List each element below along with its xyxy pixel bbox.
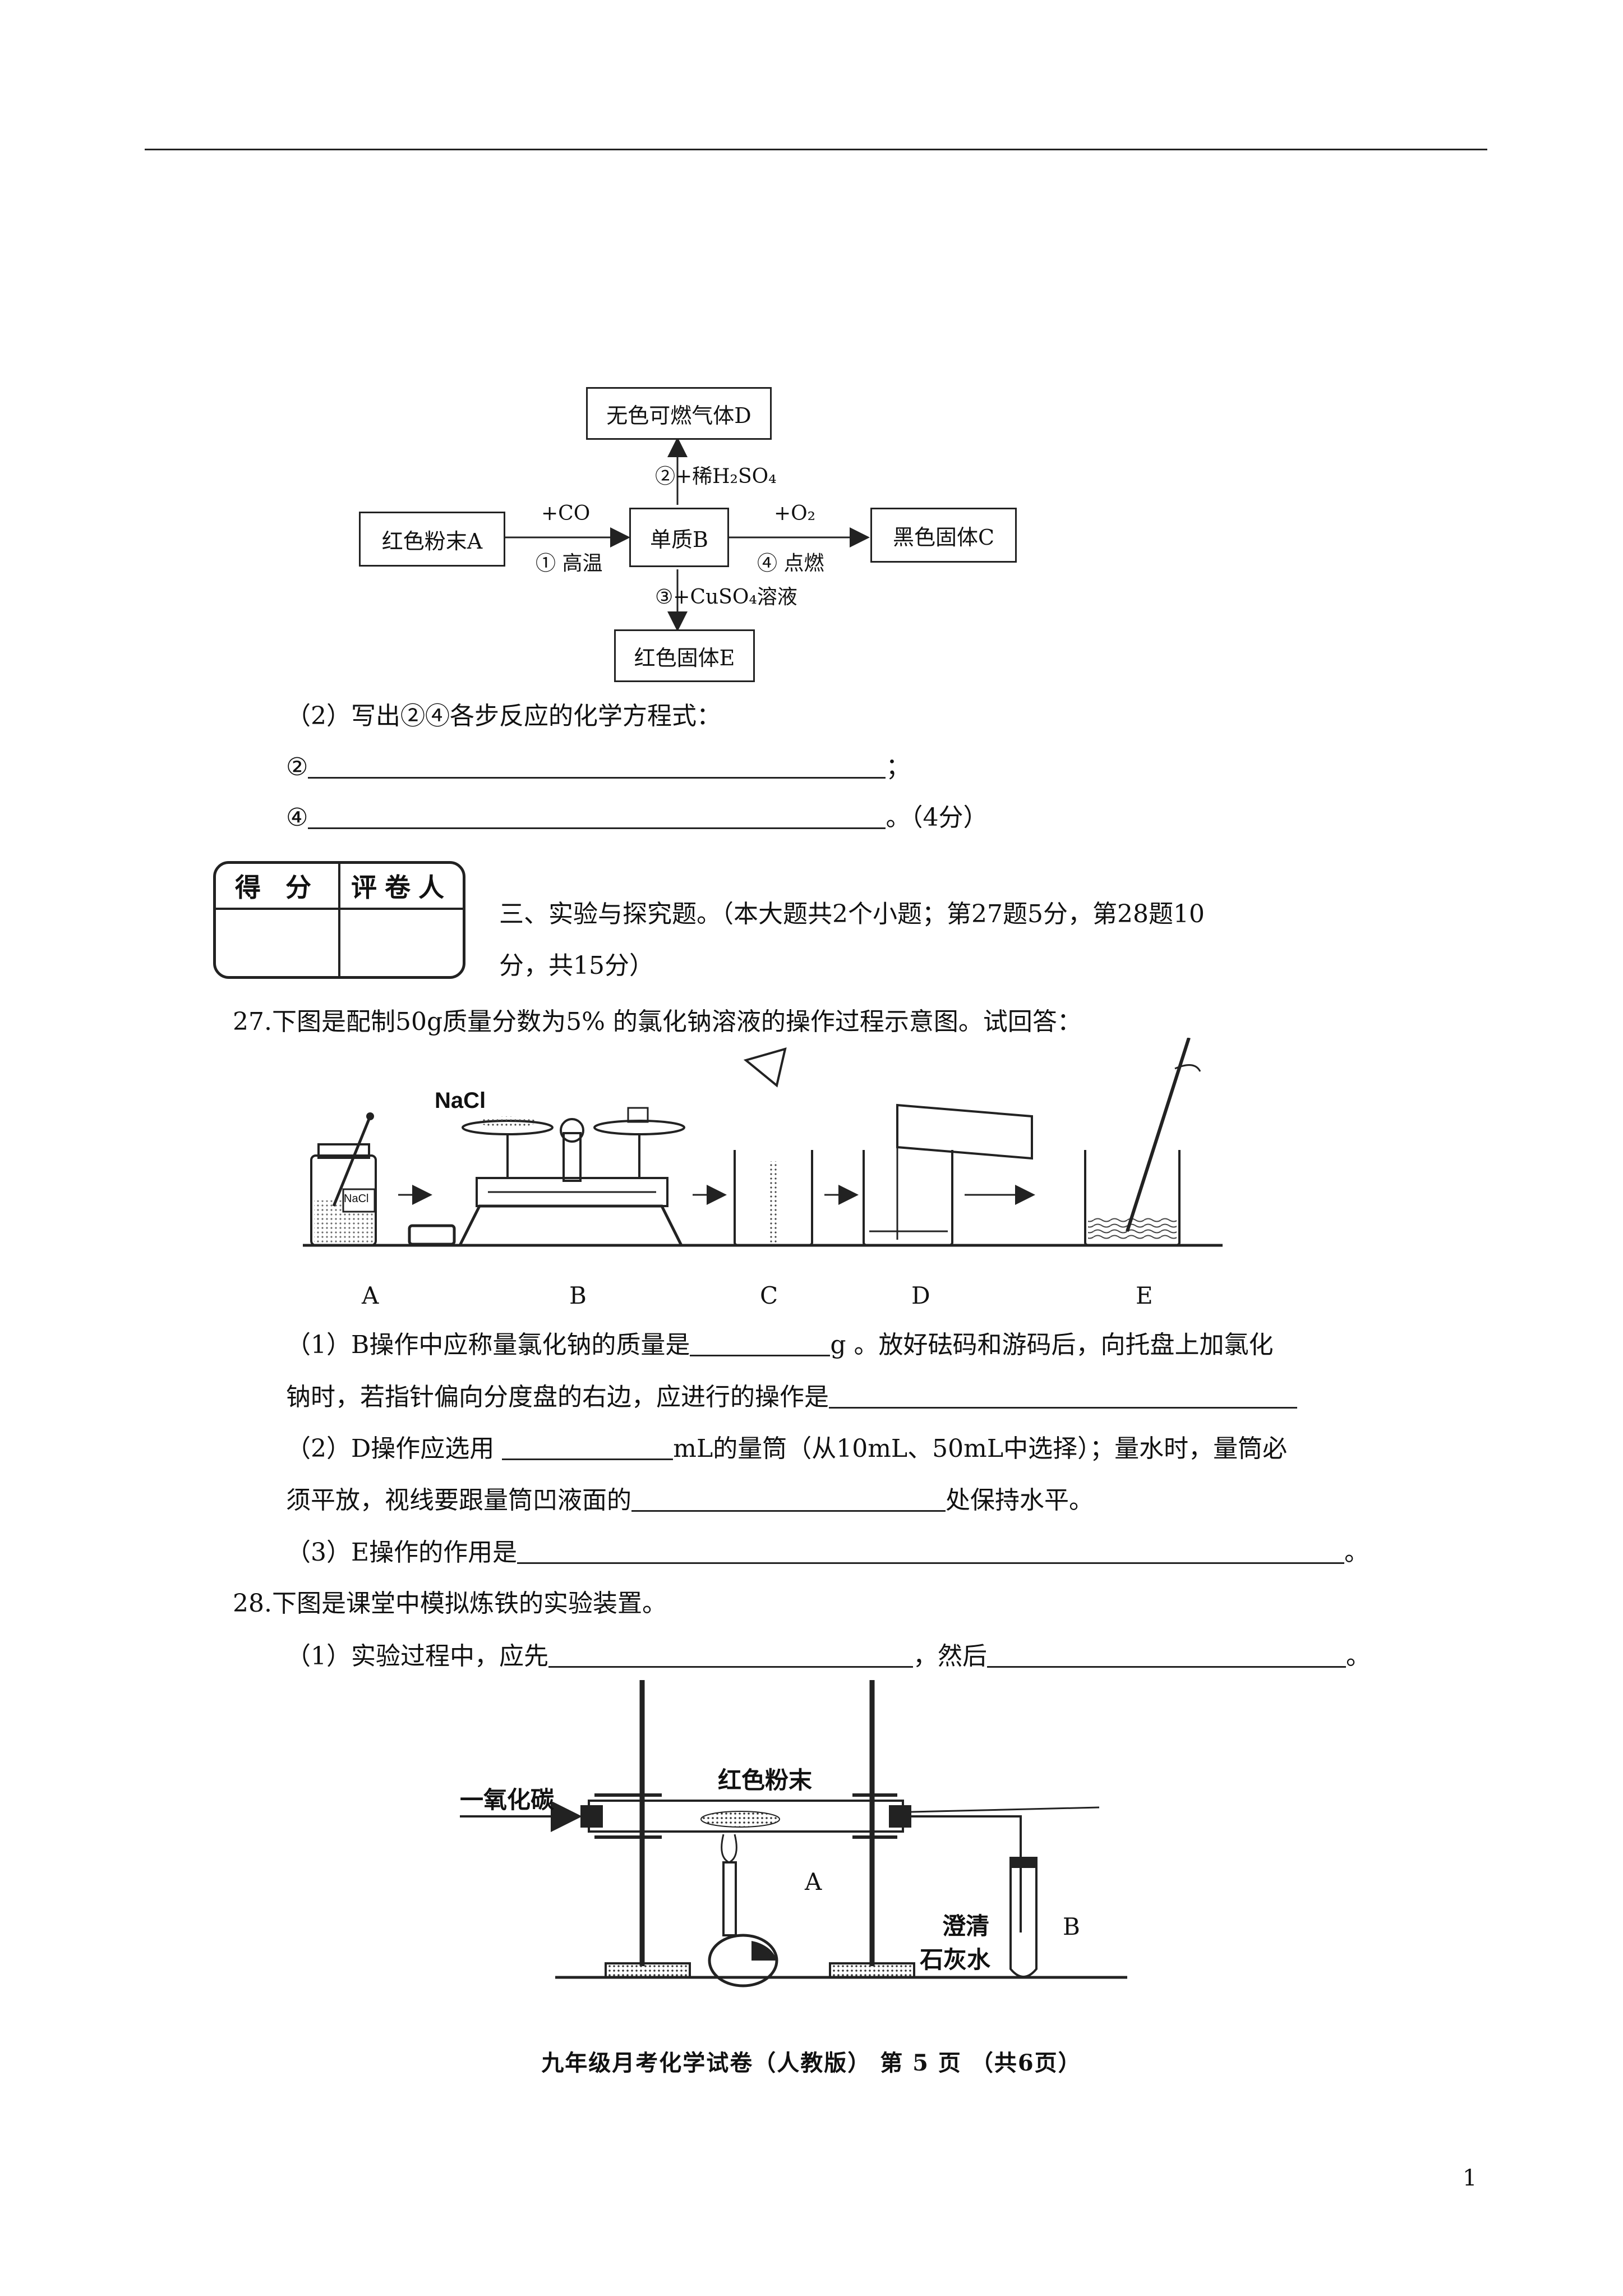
q27-stem: 27.下图是配制50g质量分数为5% 的氯化钠溶液的操作过程示意图。试回答： xyxy=(233,1007,1082,1036)
q27-2-line1: （2）D操作应选用 mL的量筒（从10mL、50mL中选择）；量水时，量筒必 xyxy=(286,1434,1288,1463)
arrow4-reagent: +O₂ xyxy=(774,502,816,525)
caption-d: D xyxy=(911,1282,930,1309)
flowchart-arrows xyxy=(505,437,870,632)
arrow1-condition: ① 高温 xyxy=(536,552,603,575)
q27-3-line: （3）E操作的作用是。 xyxy=(286,1538,1370,1567)
answer-blank-reaction4[interactable] xyxy=(308,805,886,829)
section3-title-line1: 三、实验与探究题。（本大题共2个小题；第27题5分，第28题10 xyxy=(499,900,1205,928)
label-a: A xyxy=(805,1868,822,1895)
label-limewater-2: 石灰水 xyxy=(920,1946,991,1973)
q27-2-line2: 须平放，视线要跟量筒凹液面的处保持水平。 xyxy=(286,1486,1094,1515)
answer-blank-stirring-purpose[interactable] xyxy=(517,1540,1345,1564)
caption-e: E xyxy=(1136,1282,1153,1309)
box-solid-c: 黑色固体C xyxy=(870,508,1017,563)
beaker-d xyxy=(863,1103,1033,1246)
answer-blank-nacl-mass[interactable] xyxy=(690,1332,831,1356)
iron-smelting-apparatus xyxy=(460,1680,1127,1987)
combustion-tube xyxy=(580,1800,911,1833)
box-gas-d: 无色可燃气体D xyxy=(586,387,772,440)
grader-cell[interactable] xyxy=(340,910,463,976)
caption-b: B xyxy=(569,1282,587,1309)
score-label: 得 分 xyxy=(234,872,319,903)
nacl-label: NaCl xyxy=(435,1088,486,1113)
jar-label: NaCl xyxy=(344,1193,369,1205)
right-stand xyxy=(829,1680,915,1978)
label-limewater-1: 澄清 xyxy=(942,1912,990,1940)
page-number: 1 xyxy=(1463,2165,1477,2191)
arrow2-reagent: ②+稀H₂SO₄ xyxy=(655,465,777,488)
q27-procedure-diagram xyxy=(303,1038,1223,1247)
q28-stem: 28.下图是课堂中模拟炼铁的实验装置。 xyxy=(233,1589,667,1618)
line1-end: ； xyxy=(886,753,911,781)
line2-end: 。（4分） xyxy=(886,803,988,832)
box-element-b: 单质B xyxy=(629,508,729,567)
q27-1-line2: 钠时，若指针偏向分度盘的右边，应进行的操作是 xyxy=(286,1384,1297,1410)
answer-blank-meniscus[interactable] xyxy=(631,1488,946,1512)
section3-title-line2: 分，共15分） xyxy=(499,951,654,980)
label-b: B xyxy=(1063,1913,1080,1940)
answer-blank-cylinder-volume[interactable] xyxy=(502,1436,674,1460)
label-red-powder: 红色粉末 xyxy=(718,1766,813,1794)
grader-label: 评卷人 xyxy=(351,872,452,903)
arrow3-reagent: ③+CuSO₄溶液 xyxy=(655,586,797,609)
caption-c: C xyxy=(760,1282,778,1309)
alcohol-lamp xyxy=(708,1834,778,1987)
answer-blank-then-step[interactable] xyxy=(987,1644,1346,1668)
q28-1-line: （1）实验过程中，应先，然后。 xyxy=(286,1642,1371,1671)
answer-blank-reaction2[interactable] xyxy=(308,754,886,779)
left-stand xyxy=(594,1680,691,1978)
q26-2-prompt: （2）写出②④各步反应的化学方程式： xyxy=(286,702,721,730)
q26-2-line1: ②； xyxy=(286,754,910,780)
balance xyxy=(457,1107,685,1247)
score-box-divider-v xyxy=(338,864,340,976)
header-rule xyxy=(145,149,1487,150)
exam-footer: 九年级月考化学试卷（人教版） 第 5 页 （共6页） xyxy=(541,2050,1082,2076)
score-box: 得 分 评卷人 xyxy=(213,861,465,979)
line1-label: ② xyxy=(286,753,308,781)
box-powder-a: 红色粉末A xyxy=(359,512,505,567)
answer-blank-first-step[interactable] xyxy=(548,1644,913,1668)
beaker-e xyxy=(1084,1038,1201,1246)
caption-a: A xyxy=(362,1282,379,1309)
line2-label: ④ xyxy=(286,803,308,832)
beaker-c xyxy=(734,1047,813,1246)
answer-blank-balance-operation[interactable] xyxy=(829,1384,1297,1409)
arrow1-reagent: +CO xyxy=(541,502,591,525)
label-carbon-monoxide: 一氧化碳 xyxy=(460,1786,555,1814)
score-cell[interactable] xyxy=(216,910,338,976)
test-tube-b xyxy=(1009,1857,1038,1978)
box-solid-e: 红色固体E xyxy=(614,629,755,682)
q26-2-line2: ④ 。（4分） xyxy=(286,805,988,830)
arrow4-condition: ④ 点燃 xyxy=(757,552,824,575)
reagent-jar xyxy=(310,1112,377,1246)
